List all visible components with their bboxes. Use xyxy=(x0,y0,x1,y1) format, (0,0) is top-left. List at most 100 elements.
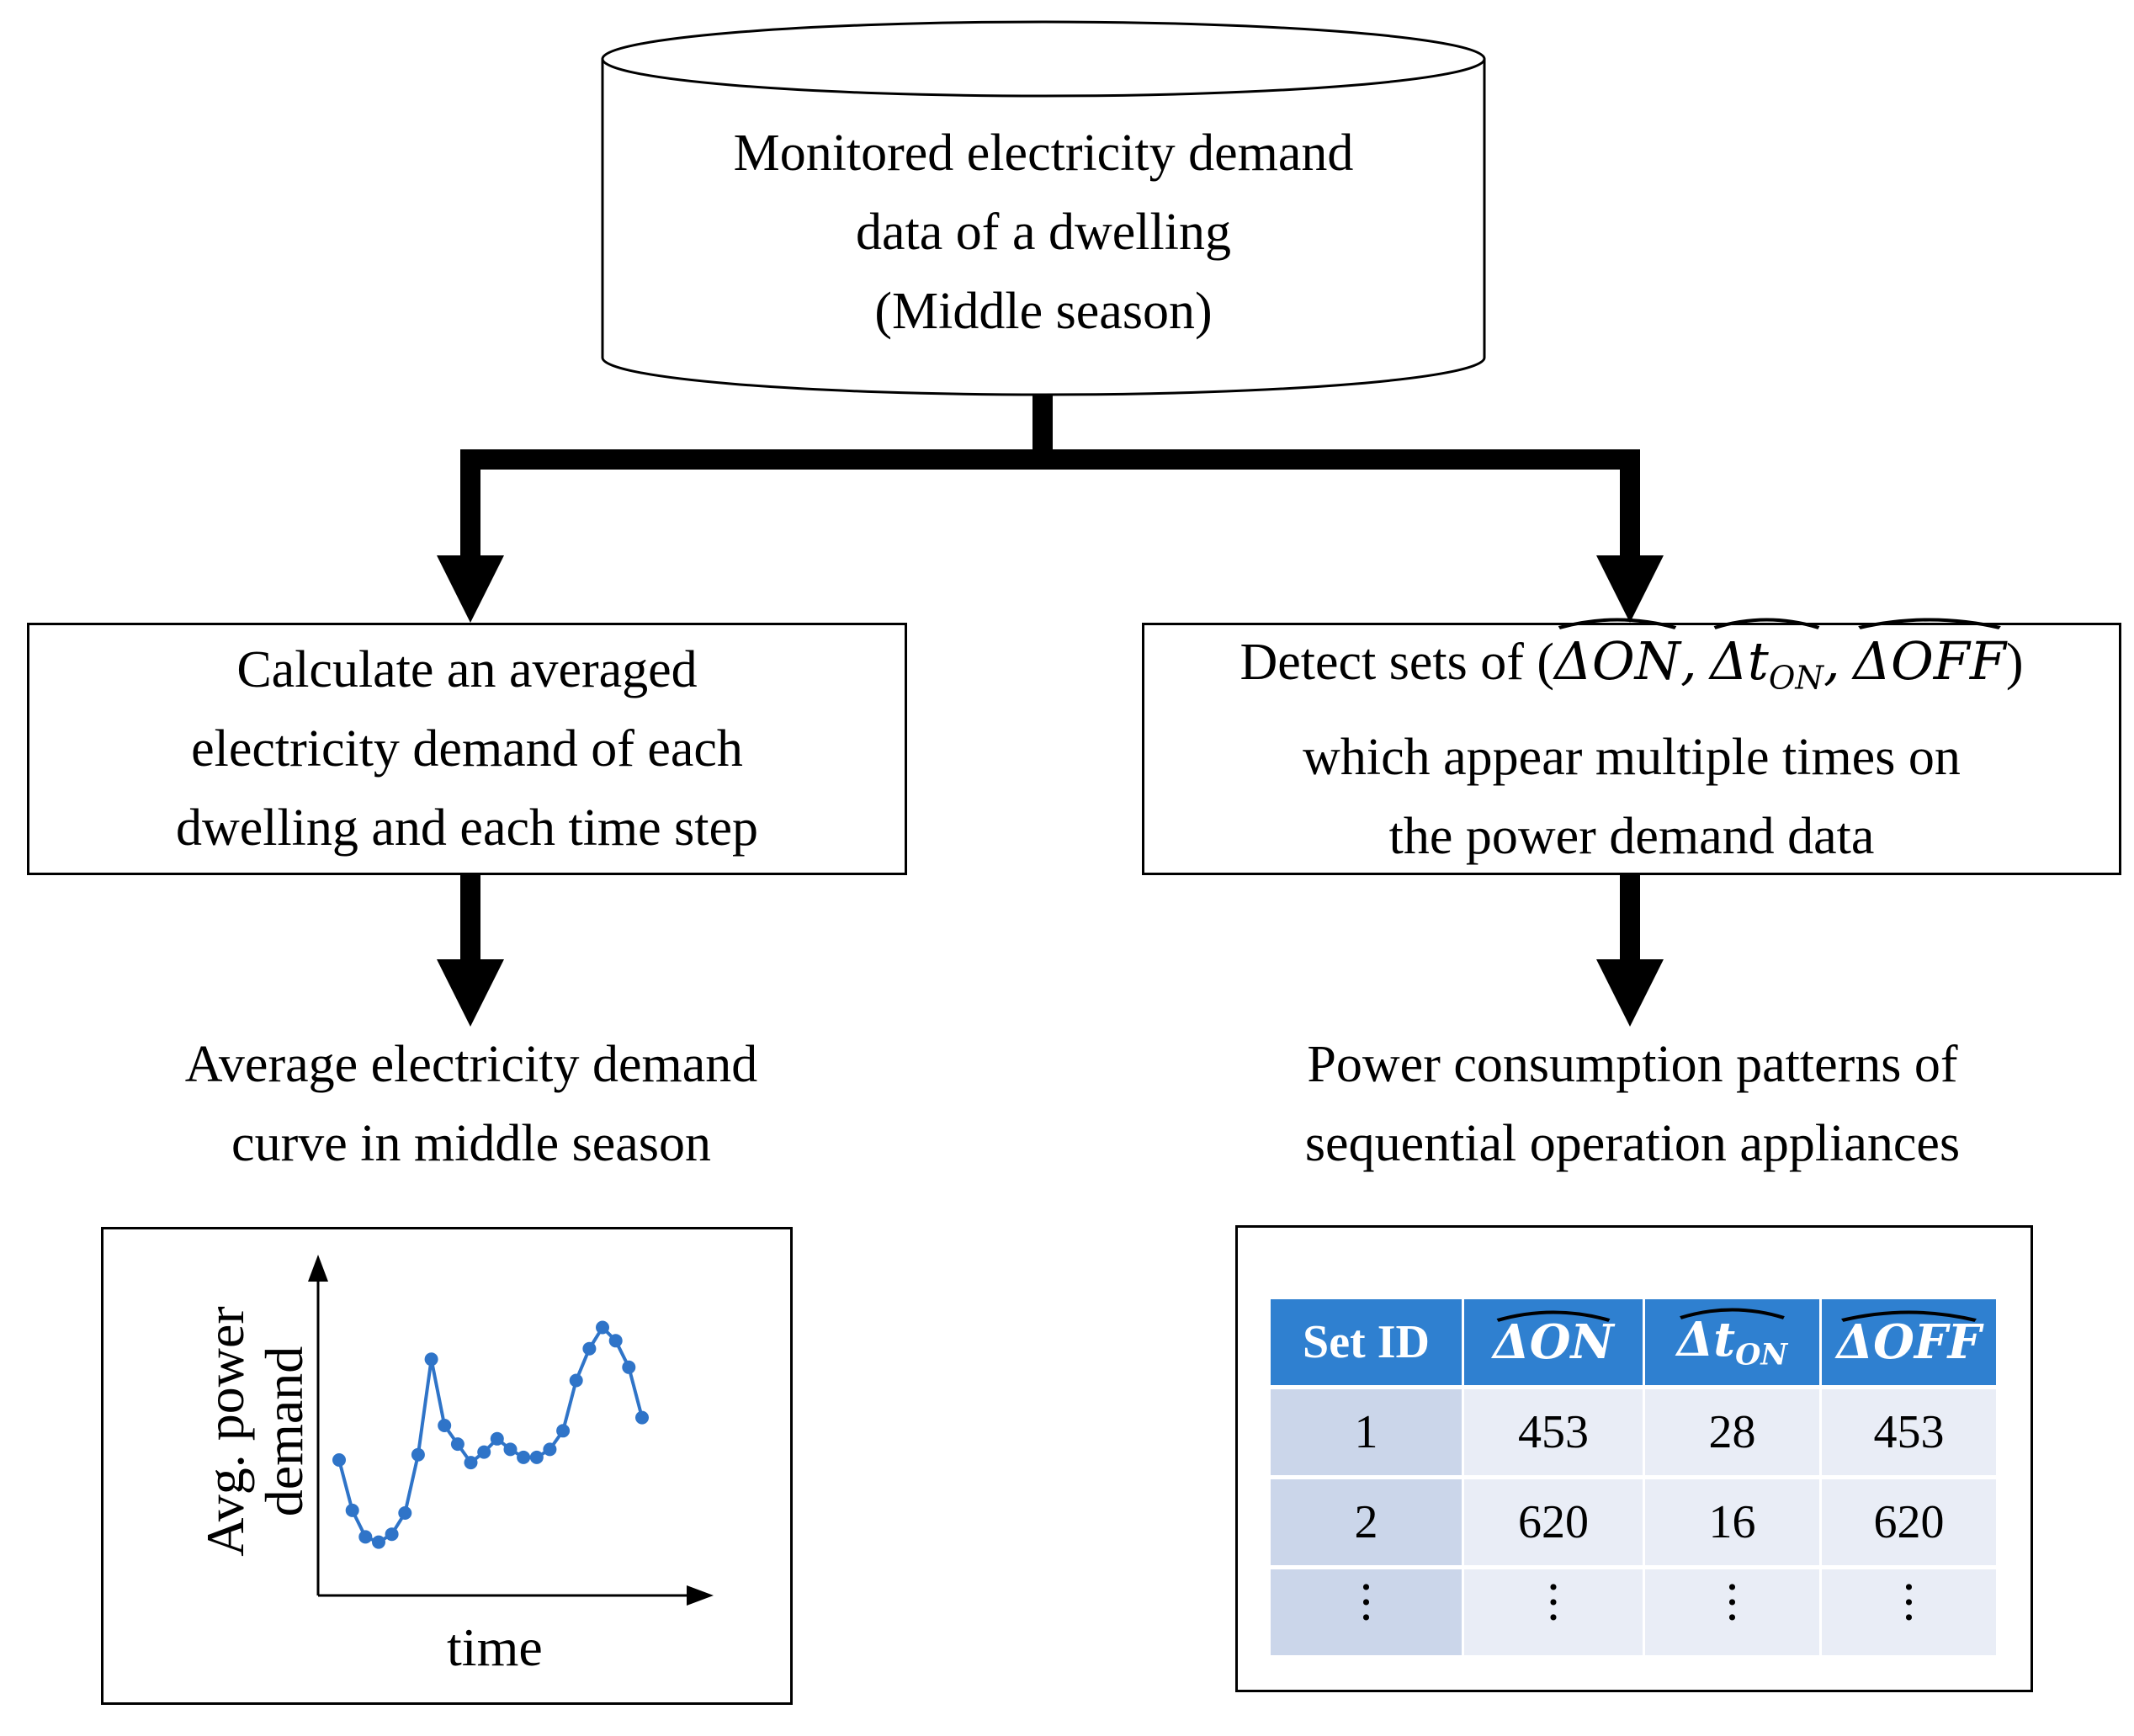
caption-line: sequential operation appliances xyxy=(1304,1115,1961,1172)
x-axis-arrowhead xyxy=(687,1585,714,1606)
delta-t-symbol: Δt xyxy=(1710,629,1769,692)
header-delta-t: Δt xyxy=(1676,1312,1736,1368)
database-label-line: data of a dwelling xyxy=(856,204,1231,261)
data-point xyxy=(464,1456,478,1470)
delta-on-symbol: ΔON xyxy=(1554,616,1680,701)
data-point xyxy=(490,1431,504,1446)
process-text-line: dwelling and each time step xyxy=(175,799,759,857)
data-point xyxy=(385,1527,399,1542)
ellipsis-cell: ··· xyxy=(1464,1562,1643,1655)
table-row-ellipsis: ··· ··· ··· ··· xyxy=(1271,1562,1996,1655)
header-delta-off: ΔOFF xyxy=(1822,1299,1996,1385)
detection-process-box: Detect sets of (ΔON, ΔtON, ΔOFF) which a… xyxy=(1142,616,2121,875)
data-point xyxy=(622,1360,636,1374)
data-point xyxy=(411,1447,425,1462)
data-point xyxy=(332,1453,346,1467)
formula-separator: , xyxy=(1823,629,1840,692)
data-point xyxy=(438,1419,452,1432)
data-point xyxy=(556,1424,571,1438)
data-point xyxy=(596,1320,609,1335)
ellipsis-cell: ··· xyxy=(1822,1562,1996,1655)
table-row: 1 453 28 453 xyxy=(1271,1389,1996,1475)
caption-line: Average electricity demand xyxy=(184,1036,758,1093)
data-point xyxy=(477,1445,491,1459)
table-header-row: Set ID ΔON ΔtON ΔOFF xyxy=(1271,1299,1996,1385)
header-delta-on: ΔON xyxy=(1464,1299,1643,1385)
database-label-line: (Middle season) xyxy=(874,283,1213,340)
header-delta-t-on-symbol: ΔtON xyxy=(1676,1307,1788,1372)
data-point xyxy=(424,1352,438,1367)
formula-separator: , xyxy=(1680,629,1697,692)
left-output-arrowhead xyxy=(437,959,504,1027)
right-branch-line xyxy=(1620,449,1640,560)
data-point xyxy=(345,1503,359,1517)
left-output-line xyxy=(460,875,480,964)
y-axis-label-line: Avg. power xyxy=(195,1306,255,1557)
header-delta-off-symbol: ΔOFF xyxy=(1836,1309,1982,1370)
caption-line: curve in middle season xyxy=(231,1115,711,1172)
left-branch-arrowhead xyxy=(437,555,504,623)
ellipsis-cell: ··· xyxy=(1645,1562,1819,1655)
connector-arrows xyxy=(437,395,1664,1027)
right-output-line xyxy=(1620,875,1640,964)
formula-prefix: Detect sets of ( xyxy=(1240,633,1555,691)
process-text-line: which appear multiple times on xyxy=(1303,729,1961,787)
delta-on-cell: 453 xyxy=(1464,1389,1643,1475)
process-text-line: the power demand data xyxy=(1388,808,1875,866)
data-point xyxy=(372,1535,385,1549)
data-point xyxy=(450,1437,464,1452)
data-point xyxy=(503,1442,518,1457)
pattern-table-panel: Set ID ΔON ΔtON ΔOFF 1 453 28 453 2 620 … xyxy=(1235,1225,2033,1692)
right-output-arrowhead xyxy=(1596,959,1664,1027)
data-point xyxy=(635,1410,649,1425)
database-label: Monitored electricity demand data of a d… xyxy=(603,114,1484,351)
delta-t-on-cell: 28 xyxy=(1645,1389,1819,1475)
x-axis-label: time xyxy=(447,1617,543,1677)
delta-on-cell: 620 xyxy=(1464,1479,1643,1565)
patterns-caption: Power consumption patterns of sequential… xyxy=(1170,1025,2095,1183)
detection-formula-line: Detect sets of (ΔON, ΔtON, ΔOFF) xyxy=(1240,616,2024,719)
data-point xyxy=(398,1506,412,1520)
header-delta-on-symbol: ΔON xyxy=(1493,1309,1614,1370)
data-point xyxy=(529,1450,544,1464)
pattern-table: Set ID ΔON ΔtON ΔOFF 1 453 28 453 2 620 … xyxy=(1268,1295,1999,1659)
header-delta-t-on: ΔtON xyxy=(1645,1299,1819,1385)
delta-off-cell: 620 xyxy=(1822,1479,1996,1565)
delta-off-symbol: ΔOFF xyxy=(1853,616,2006,701)
header-set-id: Set ID xyxy=(1271,1299,1462,1385)
table-row: 2 620 16 620 xyxy=(1271,1479,1996,1565)
delta-off-cell: 453 xyxy=(1822,1389,1996,1475)
database-cylinder xyxy=(601,20,1486,396)
header-on-subscript: ON xyxy=(1735,1337,1788,1372)
data-point xyxy=(582,1341,597,1356)
data-point xyxy=(358,1530,373,1544)
average-curve-caption: Average electricity demand curve in midd… xyxy=(50,1025,892,1183)
averaging-process-box: Calculate an averaged electricity demand… xyxy=(27,623,907,875)
right-branch-arrowhead xyxy=(1596,555,1664,623)
database-label-line: Monitored electricity demand xyxy=(733,125,1354,182)
process-text-line: electricity demand of each xyxy=(191,720,743,778)
left-branch-line xyxy=(460,449,480,560)
data-point xyxy=(569,1373,583,1388)
set-id-cell: 2 xyxy=(1271,1479,1462,1565)
process-text-line: Calculate an averaged xyxy=(236,641,698,698)
y-axis-label-line: demand xyxy=(254,1346,314,1517)
y-axis-label: Avg. power demand xyxy=(195,1271,314,1591)
chart-axes xyxy=(308,1255,714,1606)
demand-curve-chart xyxy=(308,1255,714,1606)
set-id-cell: 1 xyxy=(1271,1389,1462,1475)
branch-line xyxy=(460,449,1640,470)
delta-t-on-cell: 16 xyxy=(1645,1479,1819,1565)
trunk-line xyxy=(1032,395,1053,459)
demand-curve-panel: Avg. power demand time xyxy=(101,1227,793,1705)
y-axis-arrowhead xyxy=(308,1255,328,1282)
data-point xyxy=(543,1442,557,1457)
data-point xyxy=(517,1450,531,1464)
on-subscript: ON xyxy=(1768,659,1823,698)
cylinder-top xyxy=(601,20,1486,98)
caption-line: Power consumption patterns of xyxy=(1307,1036,1958,1093)
data-point xyxy=(608,1334,623,1348)
delta-t-on-symbol: ΔtON xyxy=(1710,616,1823,719)
formula-close: ) xyxy=(2005,633,2024,691)
